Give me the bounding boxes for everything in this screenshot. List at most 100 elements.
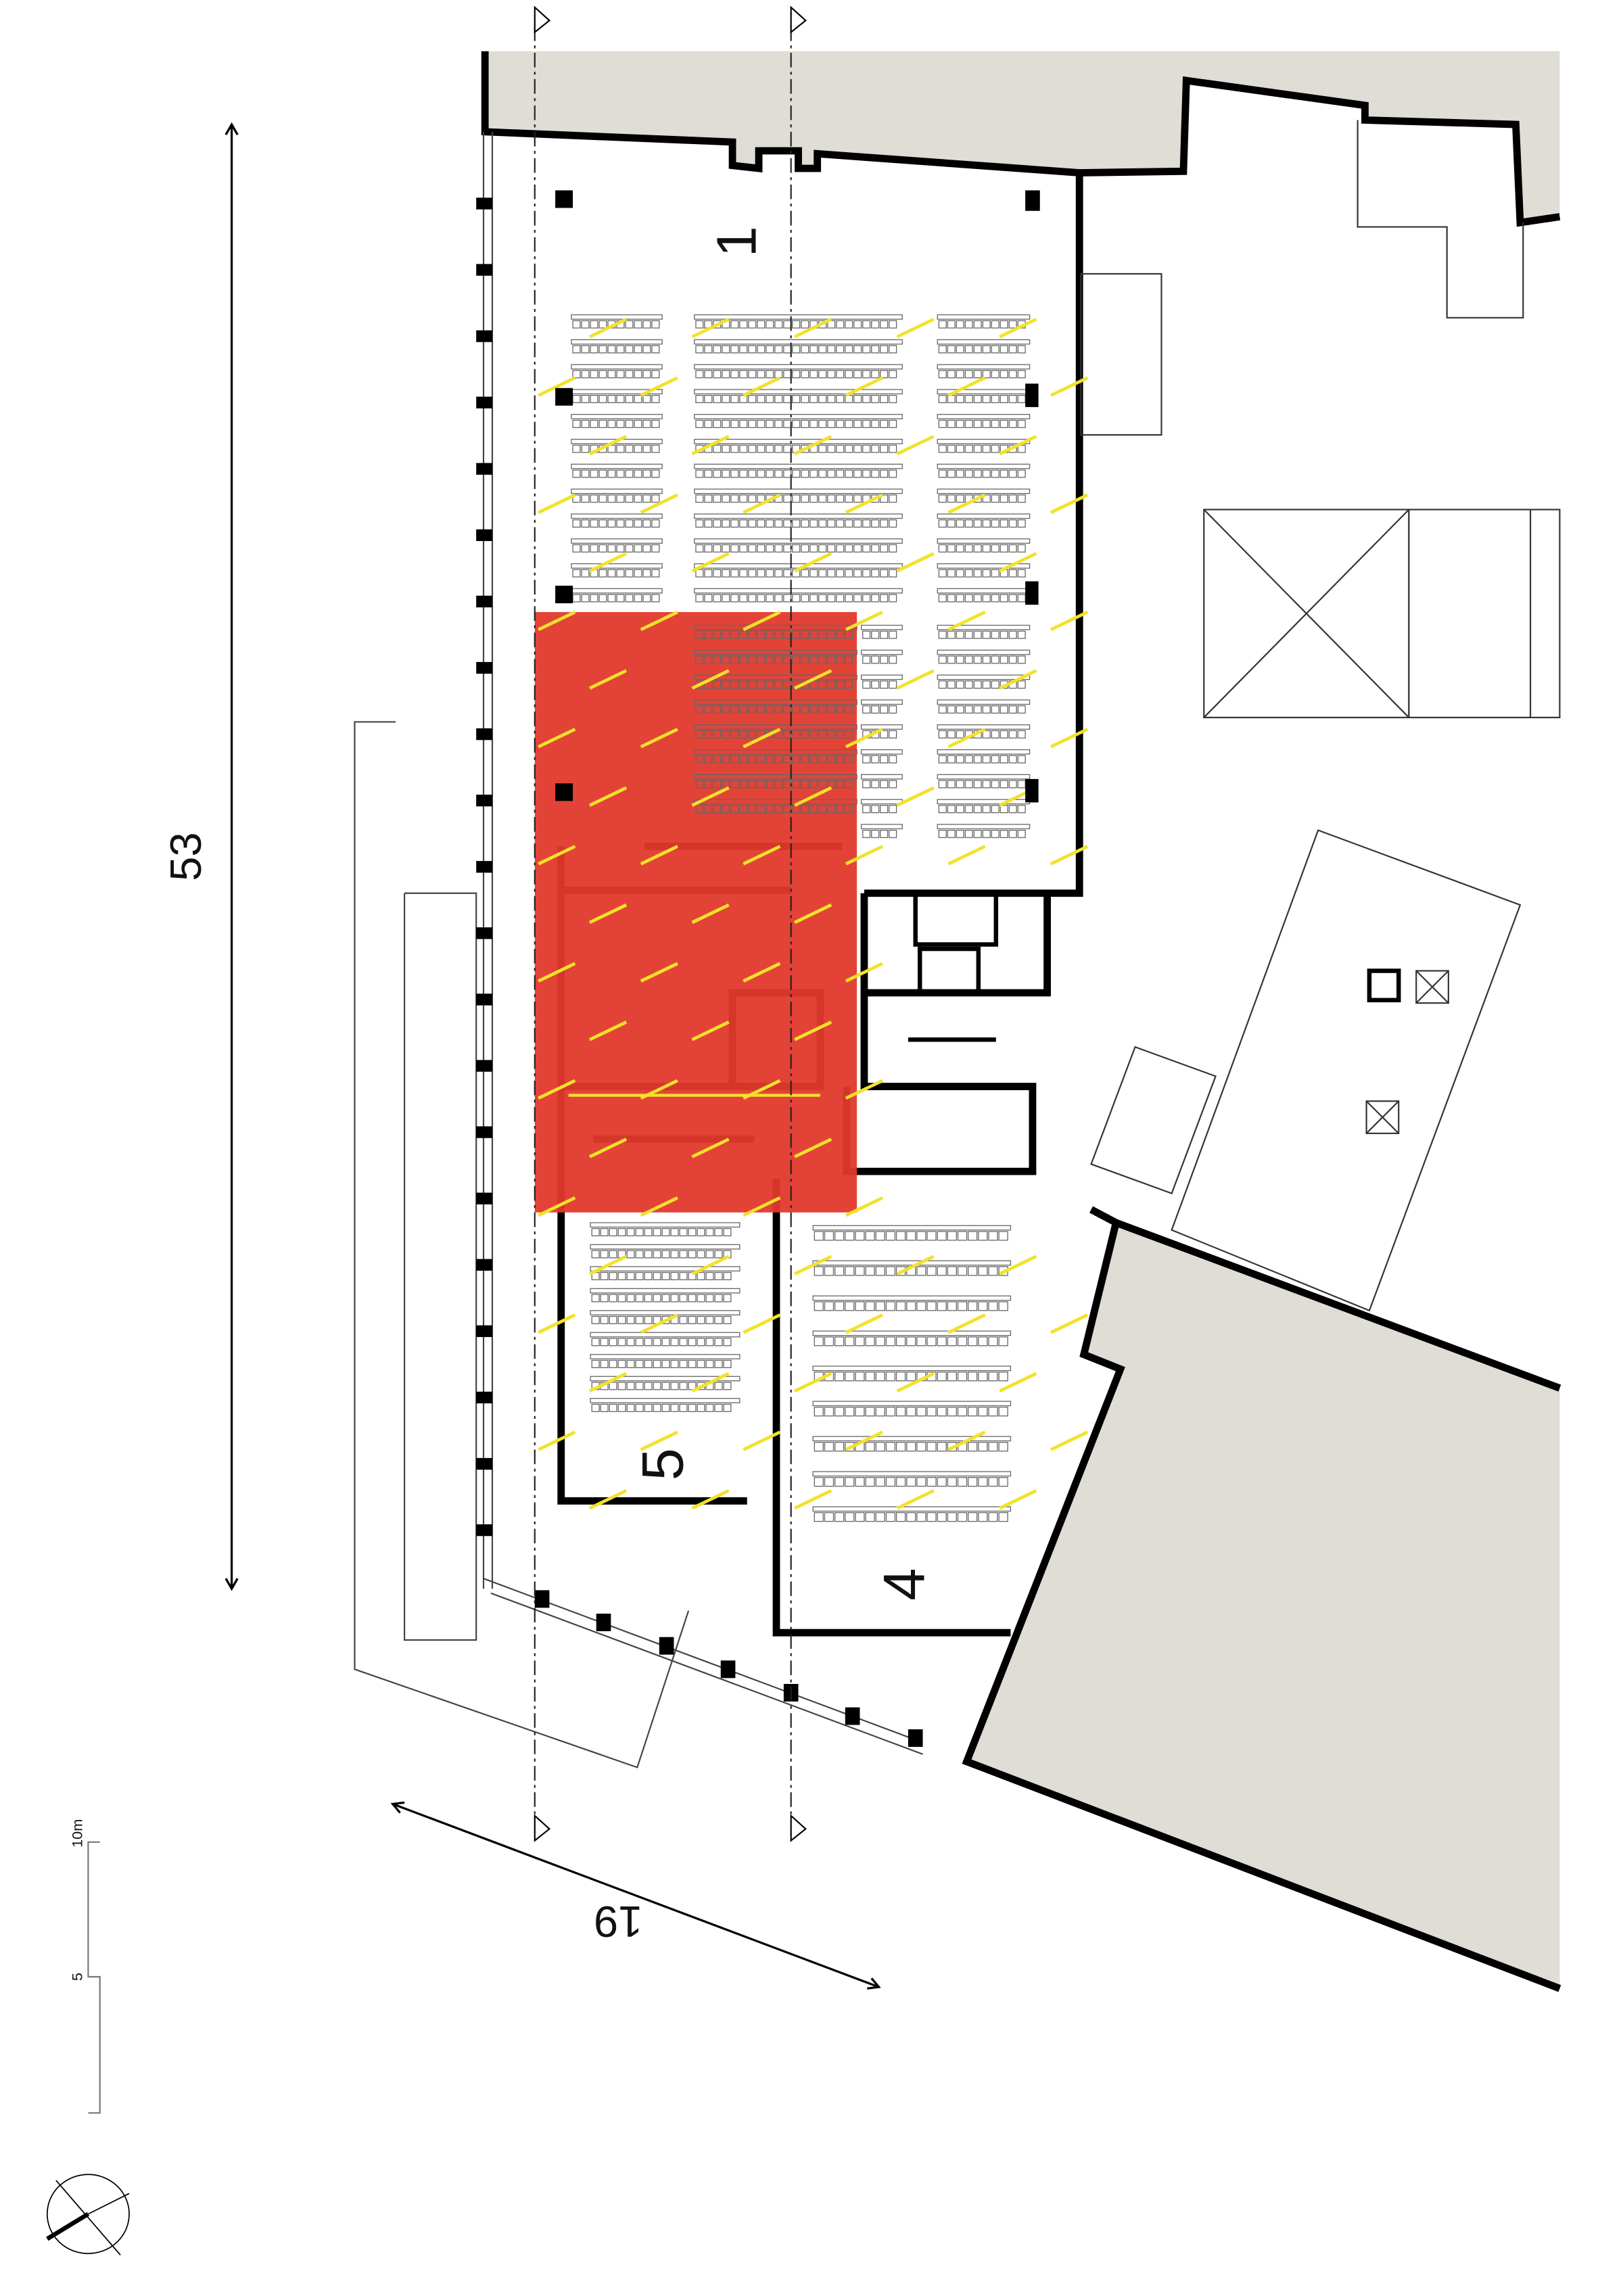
seat	[695, 320, 704, 329]
seat	[916, 1231, 926, 1241]
seat	[609, 1227, 617, 1237]
seat	[818, 780, 827, 789]
seat	[581, 469, 590, 478]
seat	[617, 1227, 626, 1237]
seat	[880, 419, 889, 428]
seat	[642, 320, 651, 329]
seat	[757, 394, 766, 404]
seat	[947, 594, 956, 603]
seat	[889, 519, 897, 528]
hatch-mark	[1050, 610, 1089, 632]
seat	[609, 1315, 617, 1324]
seat	[766, 680, 774, 689]
seat-row-desk	[694, 438, 903, 444]
seat	[766, 519, 774, 528]
seat-row-desk	[937, 463, 1031, 469]
hatch-mark	[947, 493, 986, 514]
seat-row-desk	[694, 414, 903, 419]
seat	[1008, 345, 1017, 354]
seat	[956, 370, 964, 379]
seat	[938, 755, 947, 764]
seat	[937, 1372, 947, 1382]
seat-row-desk	[812, 1471, 1012, 1477]
seat	[978, 1336, 988, 1346]
seat	[827, 469, 836, 478]
seat	[598, 544, 607, 553]
seat	[956, 320, 964, 329]
seat	[938, 519, 947, 528]
seat-row-desk	[937, 749, 1031, 755]
interior-columns	[555, 190, 1040, 803]
seat	[926, 1477, 937, 1487]
hatch-mark	[640, 1196, 678, 1217]
hatch-mark	[743, 845, 781, 866]
seat-row-desk	[694, 314, 903, 320]
seat	[938, 594, 947, 603]
seat-row-desk	[694, 674, 857, 680]
seat	[739, 755, 748, 764]
seat	[600, 1250, 609, 1259]
seat	[988, 1231, 998, 1241]
seat	[600, 1227, 609, 1237]
seat	[774, 519, 783, 528]
seat	[661, 1271, 670, 1281]
seat	[730, 755, 739, 764]
seat	[653, 1403, 661, 1412]
seat	[991, 830, 999, 839]
seat	[991, 544, 999, 553]
seat	[938, 394, 947, 404]
seat-row-desk	[937, 513, 1031, 519]
seat	[670, 1294, 679, 1303]
seat	[906, 1231, 916, 1241]
seat	[757, 544, 766, 553]
seat	[697, 1227, 705, 1237]
seat	[651, 345, 660, 354]
seat	[642, 345, 651, 354]
seat	[704, 345, 713, 354]
hatch-mark	[743, 1430, 781, 1451]
seat	[634, 469, 642, 478]
seat	[616, 444, 625, 453]
seat	[885, 1407, 896, 1417]
seat	[937, 1477, 947, 1487]
seat	[871, 705, 880, 714]
seat	[590, 320, 598, 329]
seat	[964, 830, 973, 839]
seat	[845, 630, 853, 639]
seat	[862, 805, 871, 814]
seat	[947, 544, 956, 553]
seat	[938, 419, 947, 428]
seat-row-desk	[812, 1225, 1012, 1231]
seat	[581, 569, 590, 578]
seat	[653, 1250, 661, 1259]
seat	[801, 730, 809, 739]
seat	[1017, 370, 1026, 379]
seat	[809, 370, 818, 379]
seat	[635, 1227, 644, 1237]
hatch-mark	[794, 1372, 832, 1393]
seat	[880, 494, 889, 503]
seat	[880, 345, 889, 354]
seat	[801, 544, 809, 553]
seat	[956, 419, 964, 428]
room-label-1: 1	[707, 226, 768, 257]
seat	[783, 594, 792, 603]
seat	[880, 519, 889, 528]
seat	[991, 680, 999, 689]
seat	[1017, 680, 1026, 689]
hatch-mark	[640, 1430, 678, 1451]
seat	[862, 630, 871, 639]
seat	[635, 1294, 644, 1303]
seat	[704, 494, 713, 503]
seat	[947, 1231, 958, 1241]
seat	[991, 469, 999, 478]
seat-row-desk	[571, 364, 663, 370]
seat	[607, 370, 616, 379]
seat	[827, 755, 836, 764]
seat	[956, 569, 964, 578]
seat	[938, 370, 947, 379]
seat	[853, 370, 862, 379]
seat	[661, 1359, 670, 1368]
hatch-mark	[588, 1372, 628, 1393]
hatch-mark	[794, 669, 832, 690]
